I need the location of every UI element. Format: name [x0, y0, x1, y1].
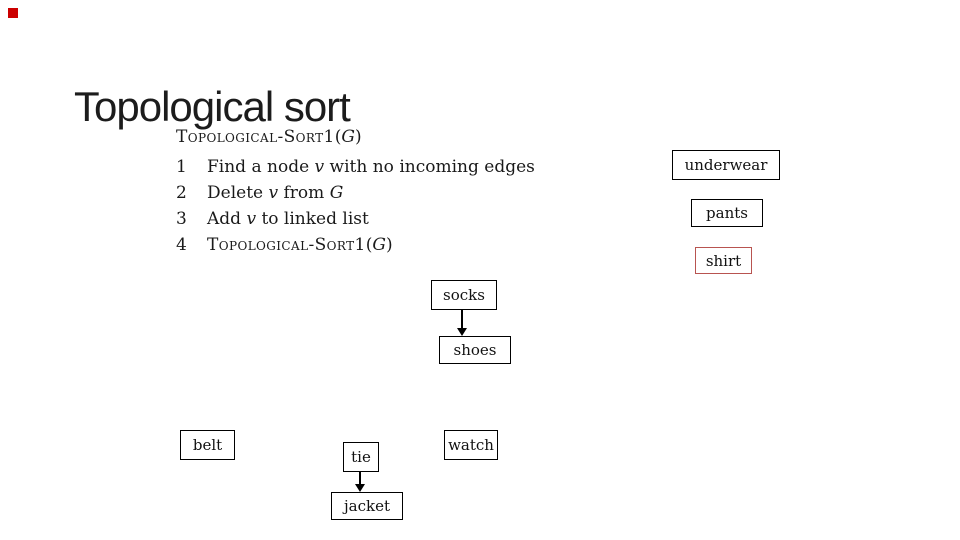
pseudocode-line-2: 2 Delete v from G — [176, 180, 535, 206]
line-number: 2 — [176, 183, 187, 203]
node-label: shirt — [705, 251, 742, 270]
edge-tie-jacket-arrow — [359, 472, 361, 485]
slide-accent-square — [8, 8, 18, 18]
pseudocode-block: Topological-Sort1(G) 1 Find a node v wit… — [176, 124, 535, 258]
pseudocode-line-1: 1 Find a node v with no incoming edges — [176, 154, 535, 180]
node-label: pants — [706, 204, 748, 222]
node-label: underwear — [684, 156, 768, 174]
line-number: 3 — [176, 209, 187, 229]
page-title: Topological sort — [74, 83, 351, 131]
node-label: watch — [448, 436, 494, 454]
node-label: tie — [351, 448, 371, 466]
graph-arg: G — [341, 127, 355, 147]
pseudocode-line-3: 3 Add v to linked list — [176, 206, 535, 232]
paren-open: ( — [334, 127, 342, 147]
graph-node-underwear: underwear — [672, 150, 780, 180]
graph-node-belt: belt — [180, 430, 235, 460]
graph-node-socks: socks — [431, 280, 497, 310]
node-var: v — [268, 183, 279, 203]
line-text: Find a node v with no incoming edges — [207, 157, 535, 177]
line-text: Topological-Sort1(G) — [207, 235, 393, 255]
line-number: 4 — [176, 235, 187, 255]
graph-arg: G — [372, 235, 386, 255]
paren-close: ) — [354, 127, 362, 147]
graph-arg: G — [329, 183, 344, 203]
pseudocode-header: Topological-Sort1(G) — [176, 124, 535, 150]
procedure-name: Topological-Sort1 — [207, 235, 366, 255]
node-label: belt — [192, 436, 223, 454]
node-var: v — [246, 209, 257, 229]
graph-node-pants: pants — [691, 199, 763, 227]
arrowhead-down-icon — [355, 484, 365, 492]
graph-node-shoes: shoes — [439, 336, 511, 364]
line-text: Delete v from G — [207, 183, 344, 203]
graph-node-shirt: shirt — [695, 247, 752, 274]
graph-node-jacket: jacket — [331, 492, 403, 520]
arrowhead-down-icon — [457, 328, 467, 336]
pseudocode-line-4: 4 Topological-Sort1(G) — [176, 232, 535, 258]
line-number: 1 — [176, 157, 187, 177]
node-label: socks — [443, 286, 485, 304]
node-label: jacket — [344, 497, 390, 515]
edge-socks-shoes-arrow — [461, 310, 463, 329]
procedure-name: Topological-Sort1 — [176, 127, 335, 147]
node-label: shoes — [453, 341, 497, 359]
graph-node-watch: watch — [444, 430, 498, 460]
node-var: v — [314, 157, 325, 177]
graph-node-tie: tie — [343, 442, 379, 472]
line-text: Add v to linked list — [207, 209, 369, 229]
